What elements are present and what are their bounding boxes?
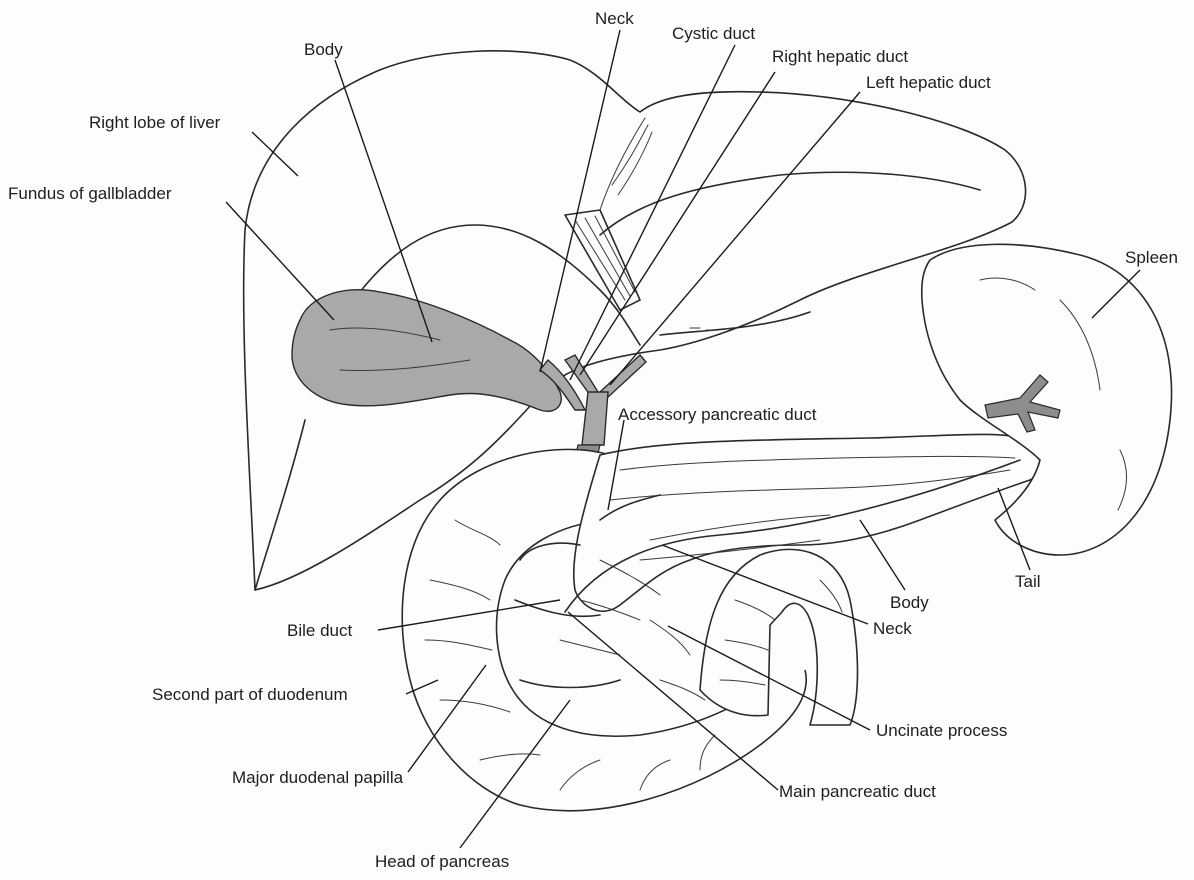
label-neck-pancreas: Neck [873, 619, 912, 638]
label-main-duct: Main pancreatic duct [779, 782, 936, 801]
leader-neck-gallbladder [540, 30, 620, 372]
liver-inferior-edge [255, 420, 305, 590]
fissure-upper [600, 118, 645, 210]
label-neck-gallbladder: Neck [595, 9, 634, 28]
label-right-hepatic-duct: Right hepatic duct [772, 47, 908, 66]
label-body-gallbladder: Body [304, 40, 343, 59]
leader-left-hepatic-duct [610, 92, 860, 385]
label-body-pancreas: Body [890, 593, 929, 612]
label-cystic-duct: Cystic duct [672, 24, 755, 43]
leader-right-hepatic-duct [580, 72, 775, 375]
label-fundus: Fundus of gallbladder [8, 184, 172, 203]
label-uncinate-process: Uncinate process [876, 721, 1007, 740]
label-accessory-duct: Accessory pancreatic duct [618, 405, 817, 424]
label-bile-duct: Bile duct [287, 621, 352, 640]
spleen-shape [922, 244, 1172, 555]
left-lobe-bottom [660, 312, 810, 335]
label-left-hepatic-duct: Left hepatic duct [866, 73, 991, 92]
gallbladder [292, 290, 561, 411]
leader-fundus [226, 202, 334, 320]
leader-right-lobe [252, 132, 298, 176]
label-second-part-duodenum: Second part of duodenum [152, 685, 348, 704]
label-tail: Tail [1015, 572, 1041, 591]
gallbladder-shape [292, 290, 561, 411]
spleen [922, 244, 1172, 555]
label-right-lobe: Right lobe of liver [89, 113, 221, 132]
common-hepatic-duct [582, 392, 608, 445]
label-head-pancreas: Head of pancreas [375, 852, 509, 871]
label-major-papilla: Major duodenal papilla [232, 768, 404, 787]
label-spleen: Spleen [1125, 248, 1178, 267]
